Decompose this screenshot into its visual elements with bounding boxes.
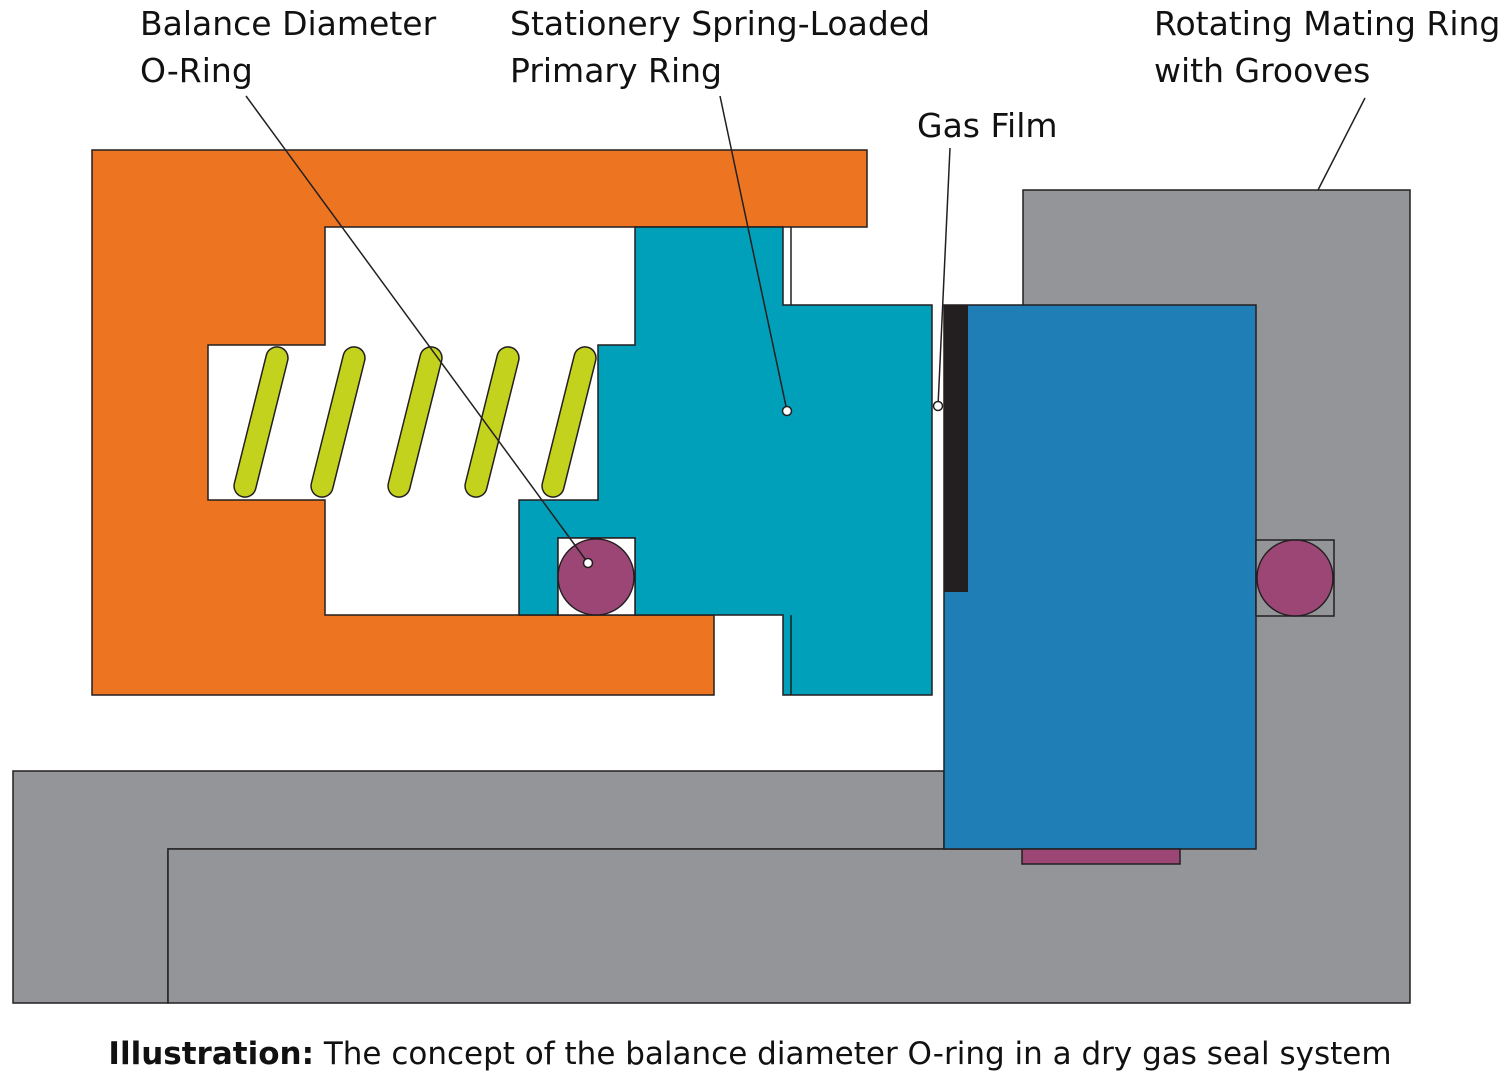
label-gas-film: Gas Film <box>917 106 1058 145</box>
springs <box>233 346 597 498</box>
balance-diameter-oring <box>557 538 635 616</box>
label-primary-ring-line1: Stationery Spring-Loaded <box>510 4 930 43</box>
sleeve-oring <box>1021 848 1181 865</box>
label-mating-ring-line2: with Grooves <box>1154 51 1370 90</box>
leader-dot-primary-ring <box>781 405 793 417</box>
mating-ring-grooves <box>944 305 968 592</box>
leader-dot-oring <box>582 557 594 569</box>
secondary-oring <box>1256 539 1334 617</box>
leader-dot-gas-film <box>932 400 944 412</box>
figure-caption: Illustration: The concept of the balance… <box>0 1036 1500 1072</box>
leader-lines <box>245 95 1366 569</box>
label-primary-ring-line2: Primary Ring <box>510 51 722 90</box>
stationary-housing <box>91 149 868 696</box>
rotating-mating-ring <box>943 304 1257 850</box>
caption-prefix: Illustration: <box>108 1036 314 1072</box>
label-mating-ring-line1: Rotating Mating Ring <box>1154 4 1500 43</box>
caption-text: The concept of the balance diameter O-ri… <box>313 1036 1392 1072</box>
label-balance-oring-line2: O-Ring <box>140 51 253 90</box>
label-balance-oring-line1: Balance Diameter <box>140 4 437 43</box>
